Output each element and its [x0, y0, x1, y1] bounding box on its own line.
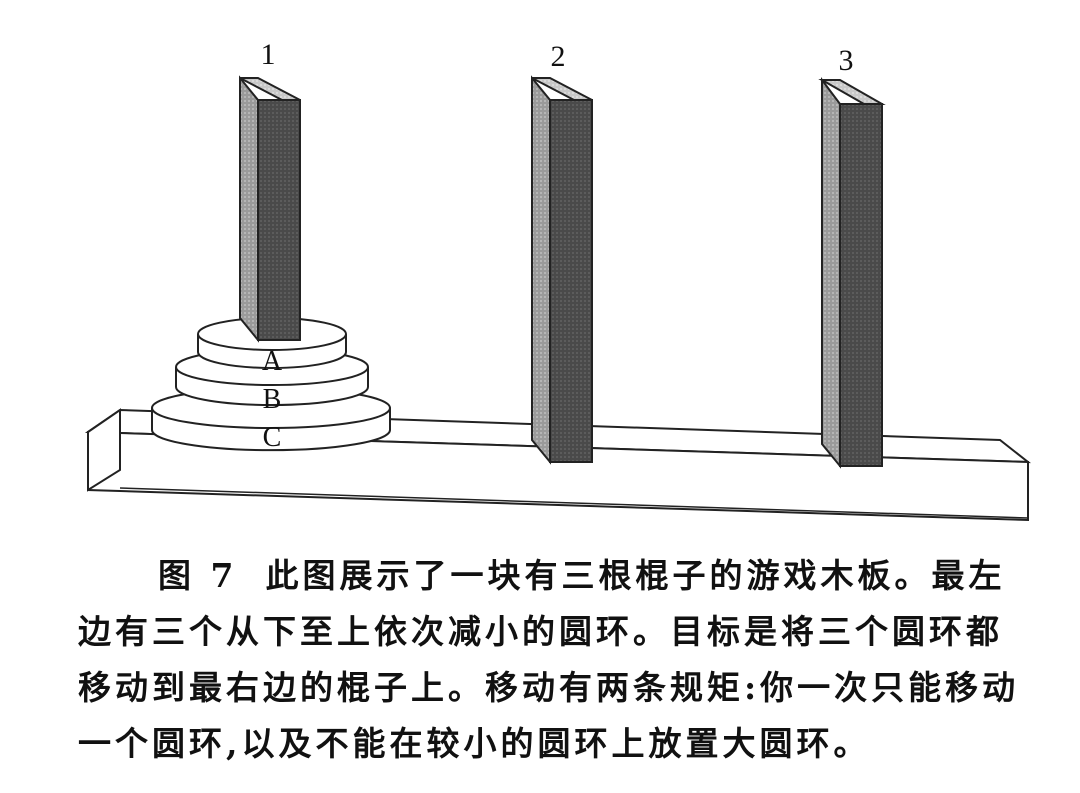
ring-label-b: B	[263, 384, 282, 415]
peg-label-2: 2	[551, 40, 566, 73]
ring-label-a: A	[262, 346, 283, 377]
board-edge	[119, 487, 1029, 519]
peg-label-3: 3	[839, 44, 854, 77]
tower-of-hanoi-diagram: A B C 1 2 3	[84, 38, 1032, 522]
board-end-face	[87, 408, 121, 492]
peg-3	[818, 77, 886, 469]
caption-text: 此图展示了一块有三根棍子的游戏木板。最左边有三个从下至上依次减小的圆环。目标是将…	[78, 556, 1020, 763]
figure-number: 图 7	[158, 556, 238, 595]
peg-label-1: 1	[261, 38, 276, 71]
peg-2	[531, 75, 593, 465]
peg-1	[239, 75, 301, 343]
ring-label-c: C	[263, 422, 282, 453]
